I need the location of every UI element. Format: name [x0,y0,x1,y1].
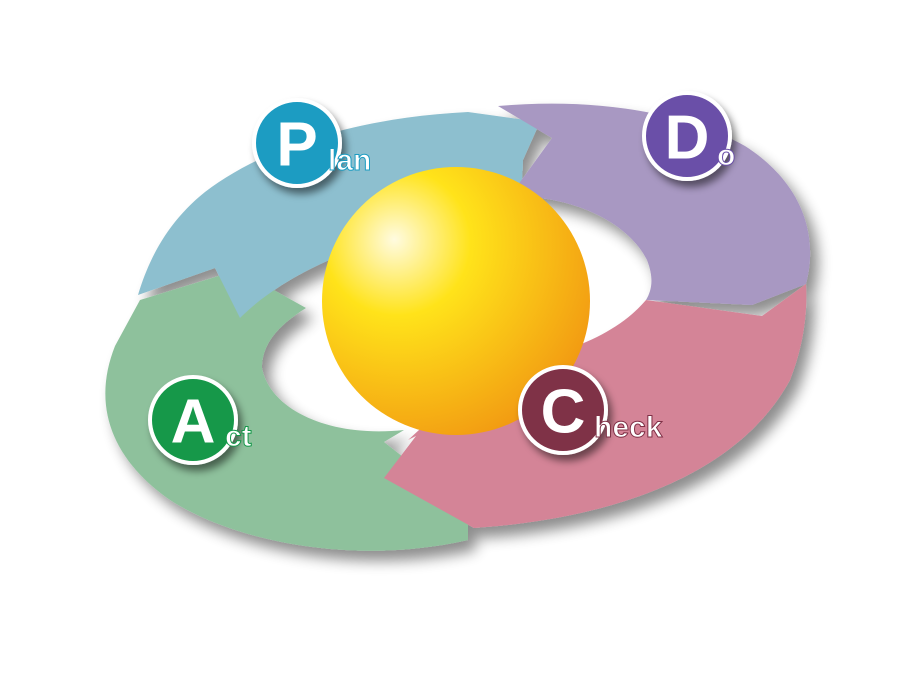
do-badge-circle [642,91,732,181]
do-label-rest: o [717,139,735,172]
do-arrow [498,103,811,305]
do-initial-letter: D [665,103,710,172]
check-label-rest: heck [594,411,663,444]
check-badge-circle [518,365,608,455]
act-arrow [105,270,468,551]
check-initial-letter: C [541,377,586,446]
plan-label-rest: lan [328,144,371,177]
act-initial-letter: A [171,387,216,456]
act-badge-circle [148,375,238,465]
act-label-rest: ct [225,420,252,453]
plan-initial-letter: P [276,110,317,179]
plan-badge-circle [252,98,342,188]
plan-arrow [138,112,540,318]
center-sphere [322,167,590,435]
